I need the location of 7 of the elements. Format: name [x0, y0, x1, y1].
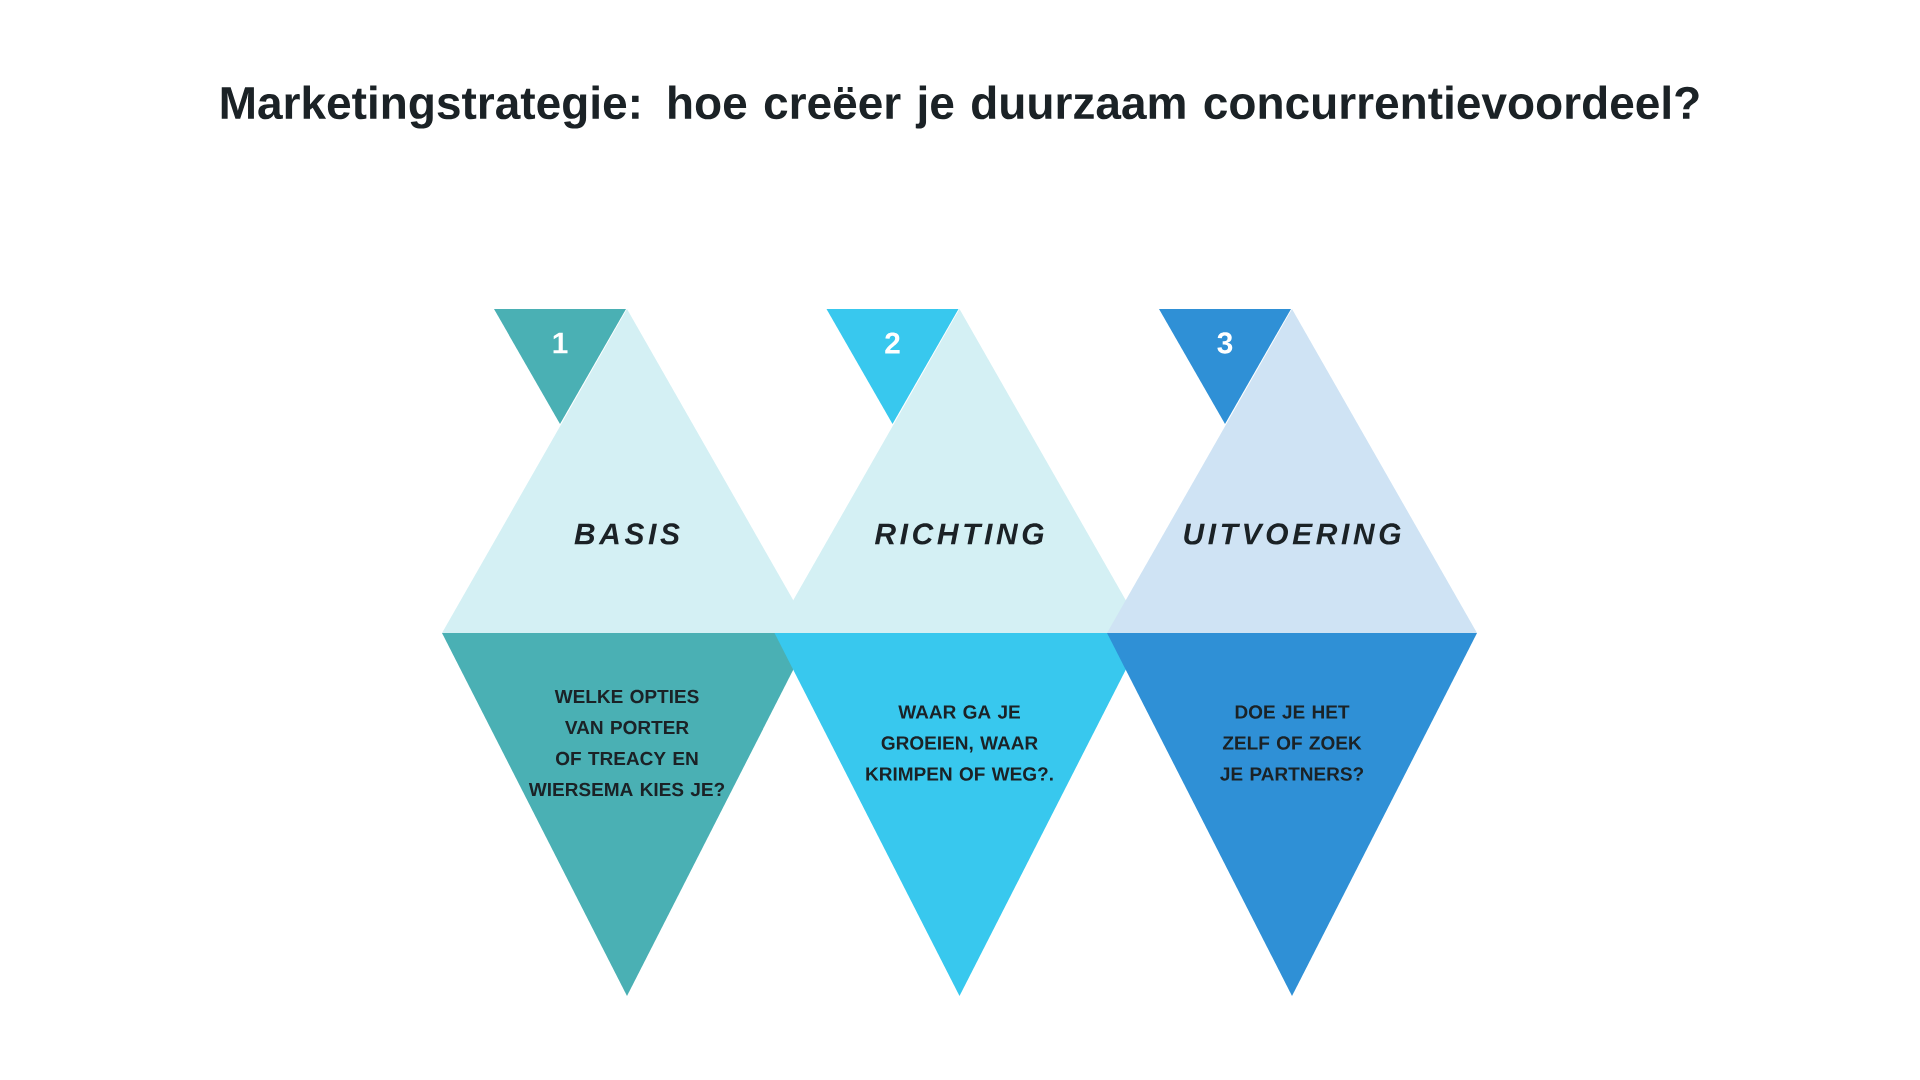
- number-triangle: 1: [494, 309, 626, 424]
- title: Marketingstrategie: hoe creëer je duurzaam concurrentievoordeel?: [221, 85, 1699, 129]
- question-triangle: WAAR GA JE GROEIEN, WAAR KRIMPEN OF WEG?.: [774, 633, 1145, 996]
- question-triangle: DOE JE HET ZELF OF ZOEK JE PARTNERS?: [1107, 633, 1477, 996]
- question-triangle: WELKE OPTIES VAN PORTER OF TREACY EN WIERSEMA KIES JE?: [442, 633, 812, 996]
- number-triangle: 2: [826, 309, 959, 424]
- number-triangle: 3: [1159, 309, 1291, 424]
